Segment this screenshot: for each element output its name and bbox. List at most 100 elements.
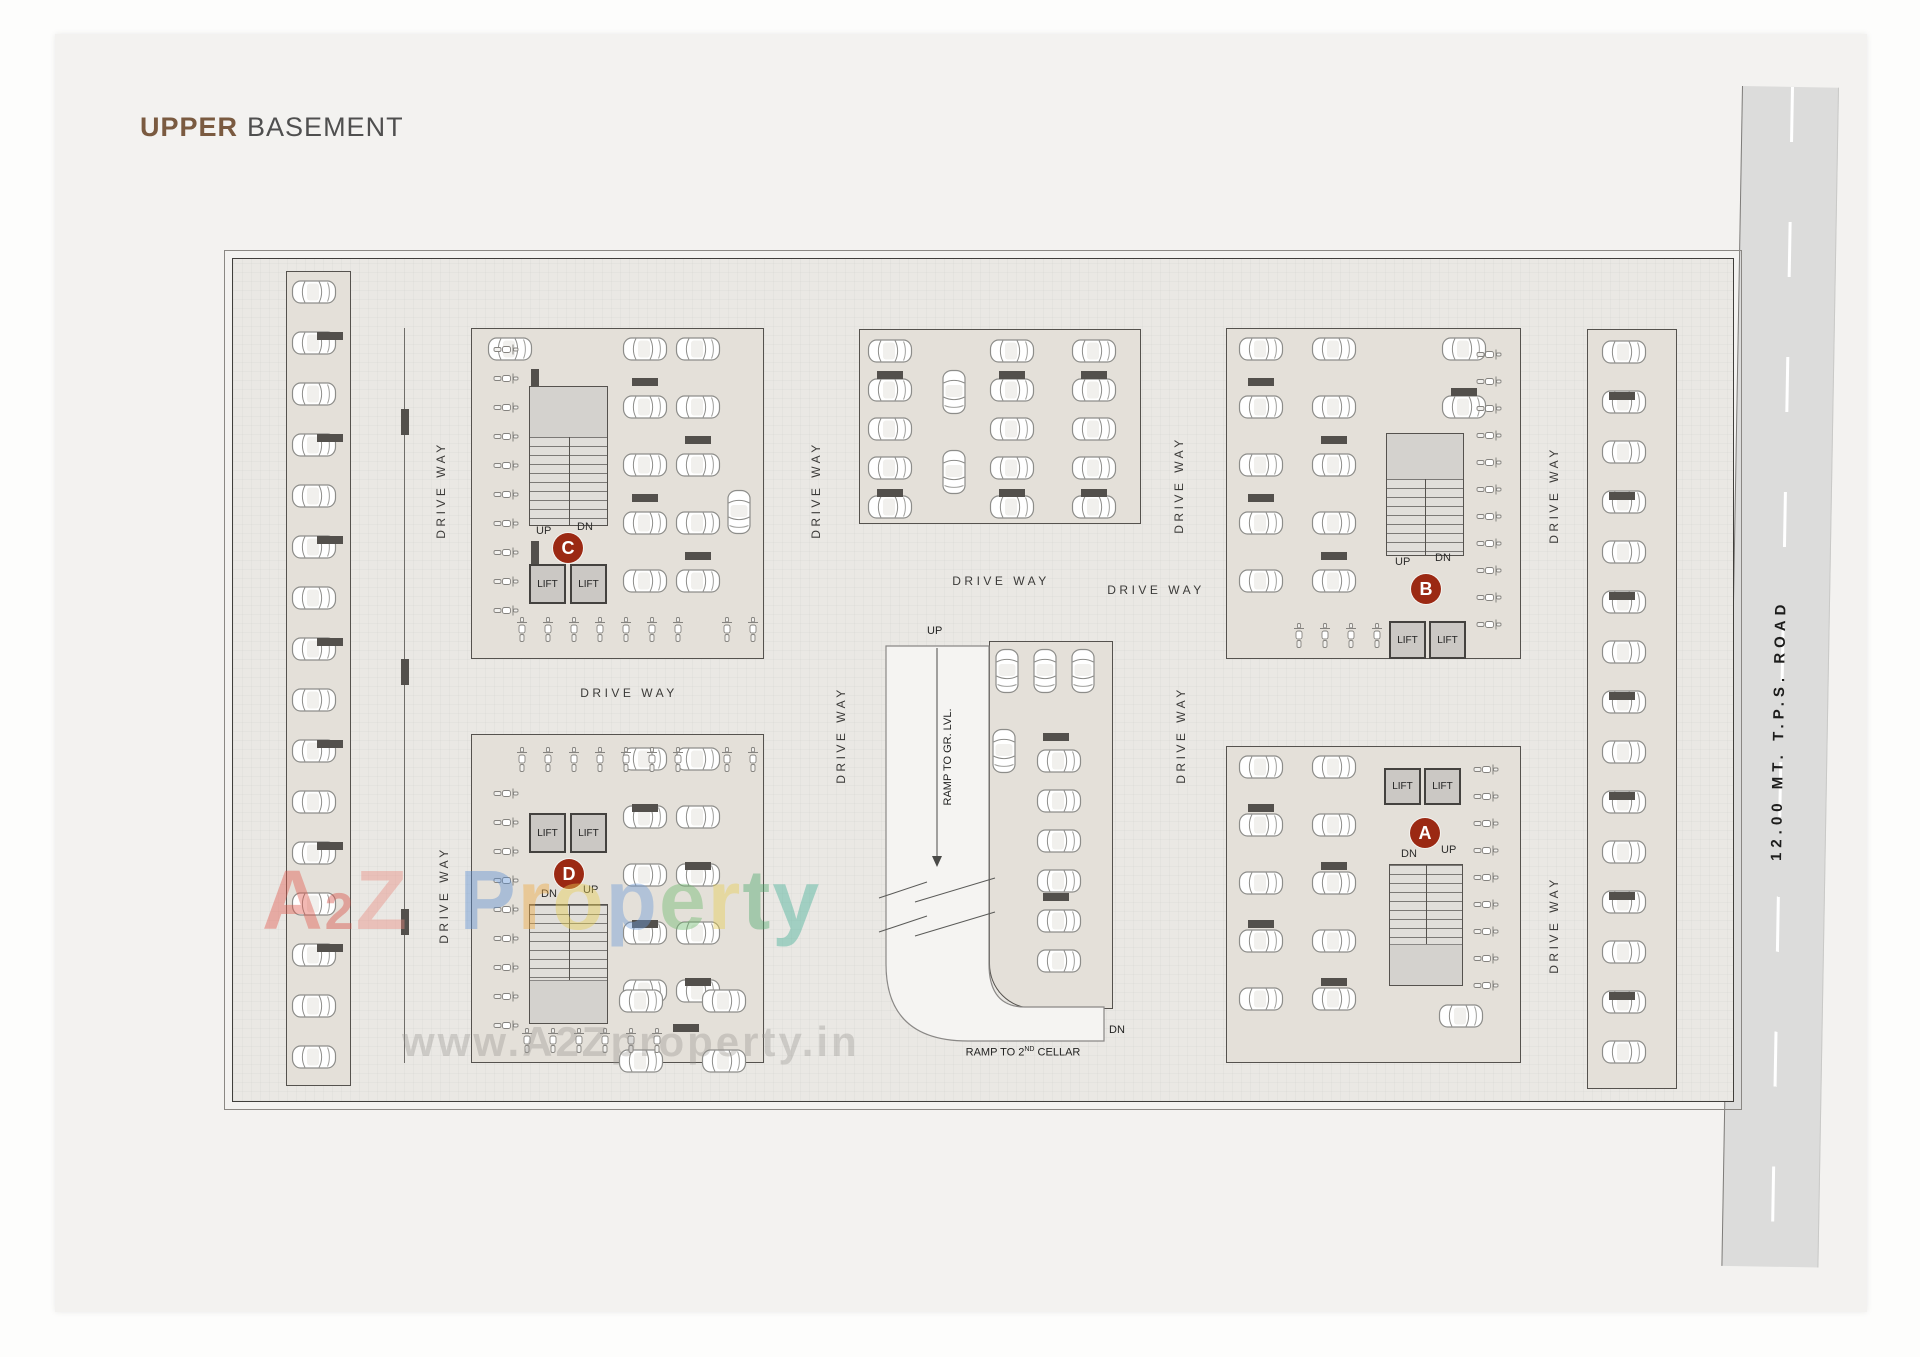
parking-island-ramp-side: [989, 641, 1113, 1009]
car-icon: [1601, 639, 1647, 665]
car-icon: [1311, 754, 1357, 780]
ramp-to-cellar-label: RAMP TO 2ND CELLAR: [948, 1046, 1098, 1059]
two-wheeler-icon: [1476, 403, 1502, 414]
core-badge-a: A: [1410, 818, 1440, 848]
two-wheeler-icon: [646, 746, 657, 772]
stair-up-label: UP: [583, 884, 599, 896]
wall-block: [685, 552, 711, 560]
two-wheeler-icon: [1473, 791, 1499, 802]
wall-block: [401, 409, 409, 435]
stair-dn-label: DN: [1401, 848, 1417, 860]
stair-landing: [530, 387, 607, 438]
car-icon: [1036, 908, 1082, 934]
parking-island-c: [471, 328, 764, 659]
lift-cabin: LIFT: [1389, 621, 1426, 659]
watermark-letter: r: [707, 853, 743, 947]
car-icon: [867, 416, 913, 442]
wall-block: [531, 541, 539, 567]
car-icon: [291, 381, 337, 407]
car-icon: [1036, 788, 1082, 814]
car-icon: [1238, 986, 1284, 1012]
two-wheeler-icon: [1476, 538, 1502, 549]
car-icon: [1311, 394, 1357, 420]
wall-block: [685, 862, 711, 870]
car-icon: [1036, 748, 1082, 774]
wall-block: [632, 804, 658, 812]
wall-block: [685, 436, 711, 444]
two-wheeler-icon: [1476, 376, 1502, 387]
car-icon: [1238, 568, 1284, 594]
car-icon: [1311, 336, 1357, 362]
car-icon: [1601, 539, 1647, 565]
wall-block: [531, 369, 539, 395]
car-icon: [1238, 336, 1284, 362]
two-wheeler-icon: [1473, 764, 1499, 775]
wall-block: [877, 371, 903, 379]
car-icon: [675, 568, 721, 594]
wall-block: [1248, 494, 1274, 502]
watermark-letter: Z: [355, 853, 409, 947]
staircase: [529, 386, 608, 526]
wall-block: [632, 920, 658, 928]
two-wheeler-icon: [568, 746, 579, 772]
car-icon: [1311, 568, 1357, 594]
watermark-letter: o: [552, 853, 606, 947]
car-icon: [1238, 510, 1284, 536]
tps-road: 12.00 MT. T.P.S. ROAD: [1721, 86, 1839, 1268]
wall-block: [1451, 388, 1477, 396]
car-icon: [1601, 739, 1647, 765]
two-wheeler-icon: [721, 746, 732, 772]
car-icon: [1238, 754, 1284, 780]
two-wheeler-icon: [493, 344, 519, 355]
car-icon: [1238, 870, 1284, 896]
stair-landing: [1387, 434, 1463, 480]
lift-cabin: LIFT: [570, 813, 607, 853]
two-wheeler-icon: [493, 402, 519, 413]
two-wheeler-icon: [1476, 511, 1502, 522]
watermark-letter: A: [262, 853, 325, 947]
stair-dn-label: DN: [577, 521, 593, 533]
wall-block: [632, 378, 658, 386]
wall-block: [317, 842, 343, 850]
road-label: 12.00 MT. T.P.S. ROAD: [1767, 599, 1790, 862]
wall-block: [1321, 552, 1347, 560]
two-wheeler-icon: [1473, 845, 1499, 856]
wall-block: [1248, 804, 1274, 812]
ramp-cellar-sup: ND: [1024, 1046, 1035, 1053]
wall-block: [1609, 592, 1635, 600]
wall-block: [1321, 436, 1347, 444]
wall-block: [1043, 893, 1069, 901]
two-wheeler-icon: [493, 431, 519, 442]
car-icon: [1071, 377, 1117, 403]
car-icon: [1070, 648, 1096, 694]
two-wheeler-icon: [516, 746, 527, 772]
wall-block: [1609, 392, 1635, 400]
car-icon: [994, 648, 1020, 694]
wall-block: [317, 740, 343, 748]
car-icon: [1238, 394, 1284, 420]
two-wheeler-icon: [493, 576, 519, 587]
car-icon: [989, 455, 1035, 481]
car-icon: [622, 336, 668, 362]
car-icon: [291, 789, 337, 815]
driveway-label: DRIVE WAY: [834, 686, 848, 784]
car-icon: [675, 336, 721, 362]
stair-up-label: UP: [1395, 556, 1411, 568]
two-wheeler-icon: [1371, 622, 1382, 648]
driveway-label: DRIVE WAY: [809, 441, 823, 539]
wall-block: [685, 978, 711, 986]
car-icon: [867, 377, 913, 403]
car-icon: [989, 416, 1035, 442]
car-icon: [1036, 948, 1082, 974]
car-icon: [618, 988, 664, 1014]
basement-plan: UP RAMP TO GR. LVL. DN RAMP TO 2ND CELLA…: [224, 250, 1742, 1110]
wall-block: [1609, 992, 1635, 1000]
wall-block: [317, 536, 343, 544]
two-wheeler-icon: [721, 616, 732, 642]
two-wheeler-icon: [1476, 430, 1502, 441]
two-wheeler-icon: [620, 746, 631, 772]
two-wheeler-icon: [493, 547, 519, 558]
car-icon: [989, 338, 1035, 364]
car-icon: [1238, 812, 1284, 838]
